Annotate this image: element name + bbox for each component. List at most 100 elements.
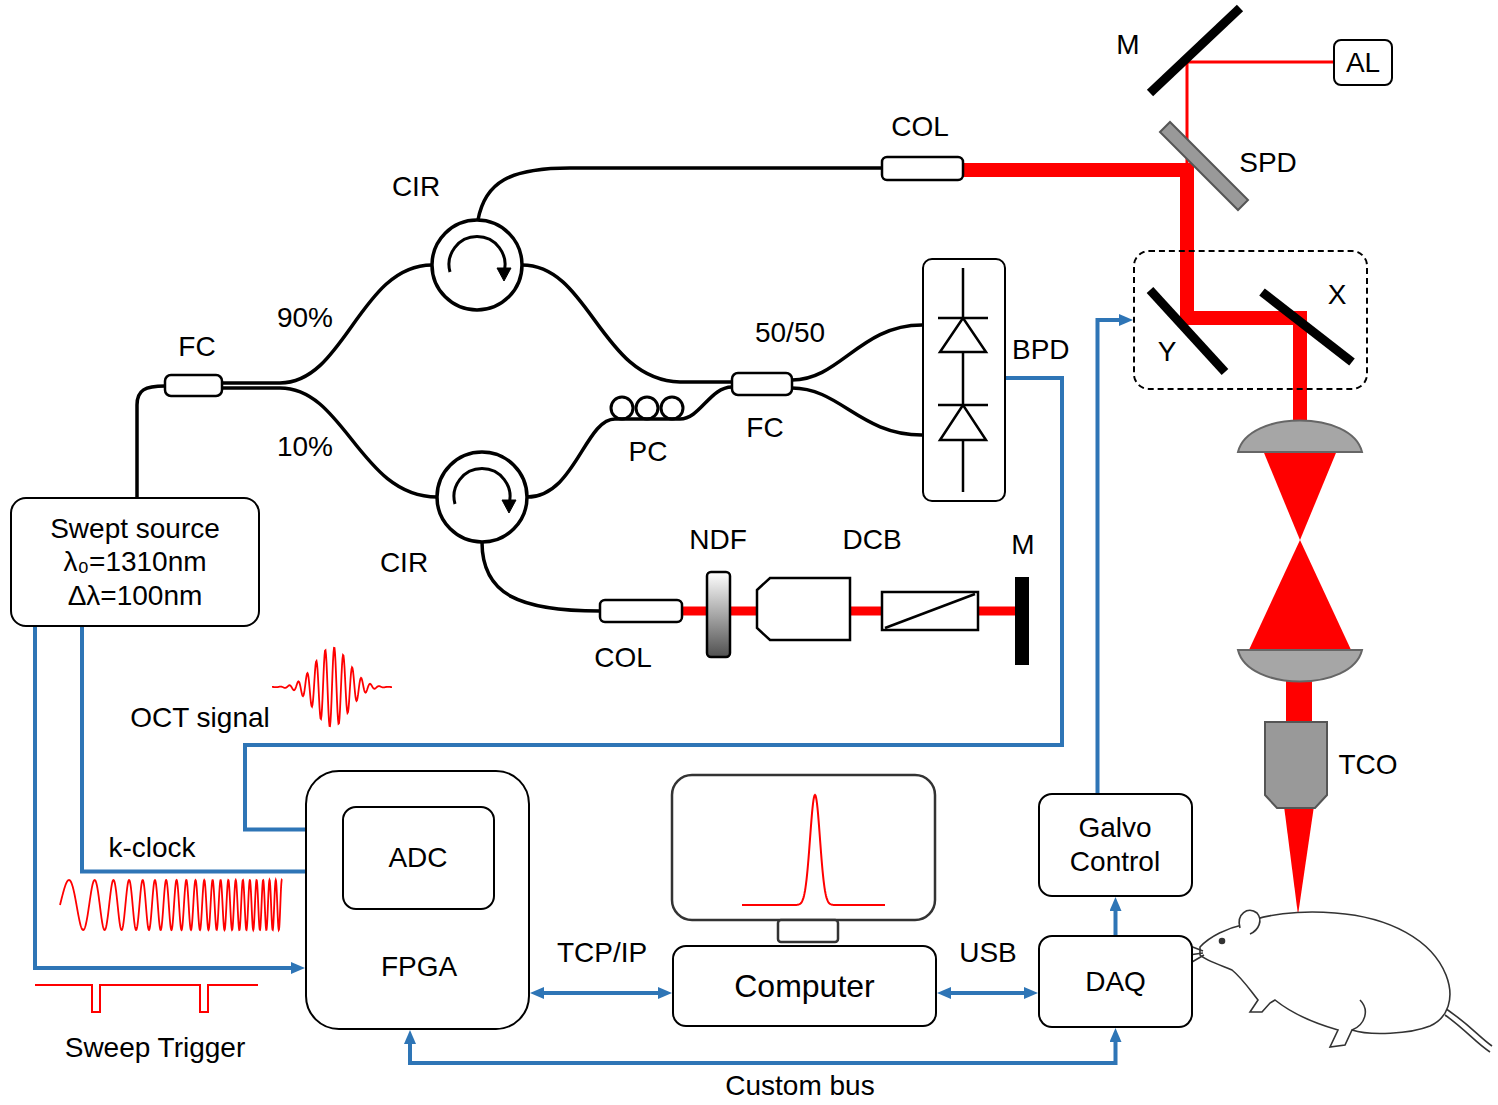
collimator-label: COL [891,112,949,143]
monitor-illustration [672,775,935,942]
monitor-illustration [672,775,935,920]
lens [1238,421,1362,453]
galvo-control-box: Galvo Control [1038,793,1193,897]
mouse-illustration [1352,1000,1365,1030]
mirror-label: M [1116,30,1139,61]
spectrum-peak [742,795,885,905]
signal-label: Sweep Trigger [62,1033,249,1064]
circulator [449,237,505,272]
fiber-coupler [732,373,792,395]
swept-source-box: Swept sourceλ₀=1310nmΔλ=100nm [10,497,260,627]
signal-connector [245,378,1062,830]
focused-beam [1284,806,1314,915]
prism [882,592,978,630]
photodiode-symbol [938,317,988,320]
splitter-label: SPD [1239,148,1297,179]
fold-mirror [1150,8,1240,93]
fiber-coupler [165,375,222,396]
lens [1238,421,1362,682]
dispersion-compensation-block [757,578,850,640]
prism [885,594,975,628]
daq-box: DAQ [1038,935,1193,1028]
signal-connector [1114,905,1118,935]
interference-waveform [272,648,392,726]
optical-fiber [522,265,732,382]
signal-label: TCP/IP [554,938,650,969]
lens [1238,650,1362,682]
polarization-controller [661,397,683,419]
scan-mirror [1150,290,1225,372]
objective-label: TCO [1338,750,1397,781]
polarization-controller [636,397,658,419]
controller-label: PC [629,437,668,468]
focused-beam [1248,540,1352,652]
circulator [432,220,522,310]
monitor-illustration [778,920,838,942]
prism [882,592,978,630]
source-text: Swept source [50,512,220,546]
signal-connector [538,991,664,995]
signal-label: USB [956,938,1020,969]
light-source-box: AL [1333,39,1393,86]
computer-label: Computer [734,967,875,1005]
laser-beam [963,170,1300,425]
focused-beam [1262,448,1338,540]
adc-box: ADC [342,806,495,910]
polarization-controller [611,397,633,419]
trigger-pulse [35,985,258,1012]
signal-connector [410,1036,1116,1063]
neutral-density-filter [707,572,730,657]
filter-label: NDF [689,525,747,556]
collimator [600,157,963,622]
reference-mirror [1015,577,1029,665]
split-ratio: 90% [277,303,333,334]
detector-label: BPD [1012,336,1070,364]
circulator [502,500,516,513]
fiber-coupler [165,373,792,396]
circulator [432,220,527,542]
scanner-box: YX [1133,250,1368,390]
circulator [454,469,510,504]
photodiode-symbol [938,268,988,492]
objective-lens [1265,722,1327,808]
collimator [882,157,963,180]
clock-waveform [60,880,282,930]
control-label: Galvo Control [1048,811,1183,878]
circulator [497,268,511,281]
photodiode-symbol [940,405,986,440]
laser-beam [682,62,1333,611]
mouse-illustration [1200,912,1450,1047]
mirror-label: M [1011,530,1034,561]
mirror-label: Y [1158,337,1177,368]
coupler-label: FC [746,413,783,444]
scan-mirror [1150,290,1352,372]
collimator [600,600,682,622]
mouse-illustration [1220,939,1225,944]
optical-fiber [137,386,165,497]
mouse-illustration [1440,1005,1492,1046]
dichroic-mirror [1160,122,1248,210]
circulator [437,452,527,542]
fpga-box: FPGA ADC [305,770,530,1030]
photodiode-symbol [938,404,988,407]
signal-label: OCT signal [127,703,273,734]
source-text: λ₀=1310nm [63,545,206,579]
adc-label: ADC [388,841,447,875]
optical-fiber [222,265,432,383]
polarization-controller [611,397,683,419]
source-label: AL [1346,46,1380,80]
photodiode-symbol [940,318,986,352]
circulator-label: CIR [380,548,428,579]
collimator-label: COL [594,643,652,674]
signal-connector [1098,320,1126,793]
signal-connector [35,627,297,968]
focused-beam [1286,680,1312,724]
split-ratio: 50/50 [755,318,825,349]
optical-fiber [482,542,600,611]
signal-label: Custom bus [722,1071,877,1102]
mouse-illustration [1445,1015,1490,1052]
fpga-label: FPGA [381,952,457,983]
balanced-detector: BPD [922,258,1006,502]
